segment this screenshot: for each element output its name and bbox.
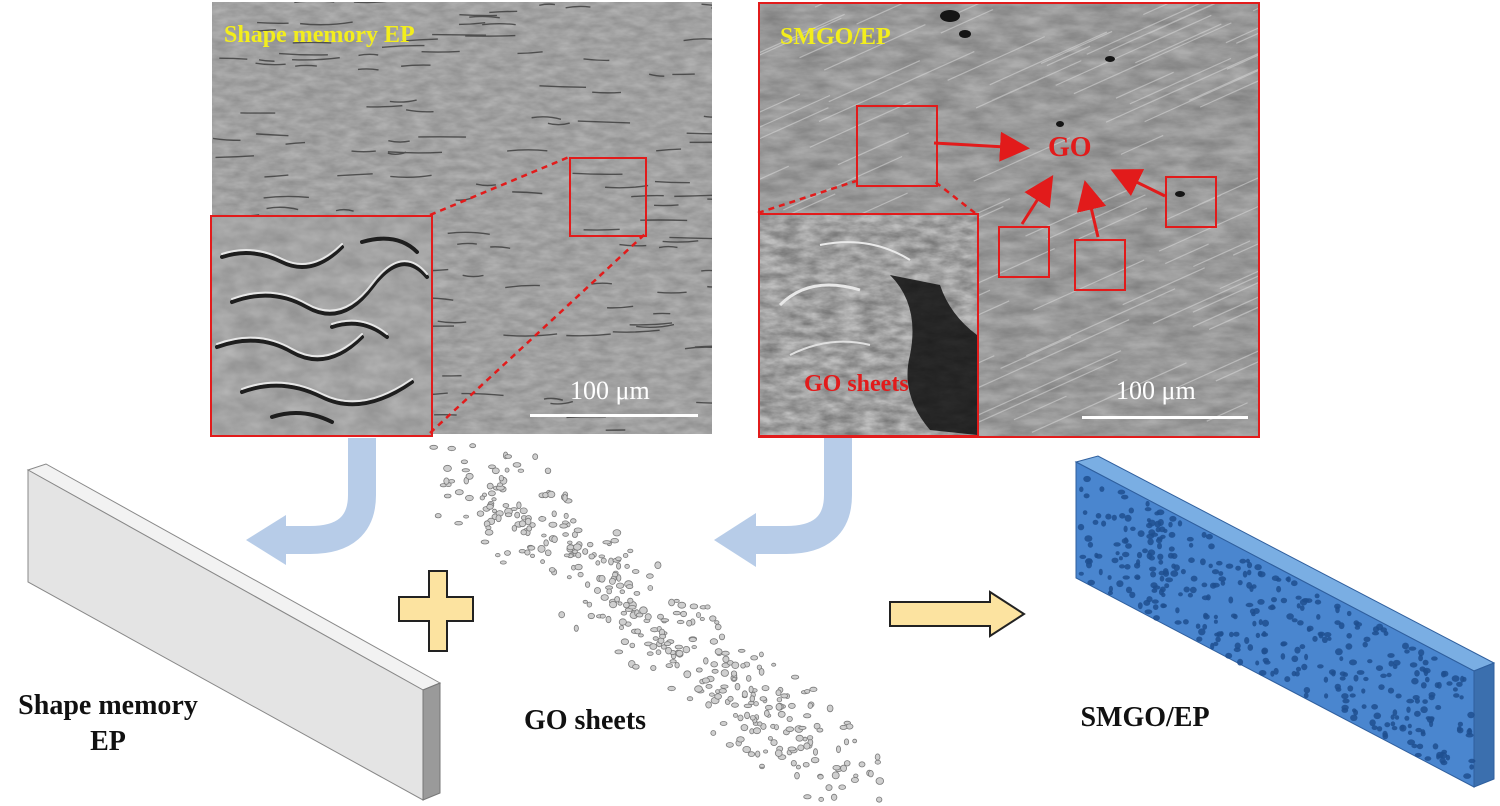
go-sheets-point-cloud [429, 443, 884, 803]
curved-down-left-arrow-icon [714, 438, 852, 567]
highlight-box-go-1 [856, 105, 938, 187]
scale-bar-left [530, 414, 698, 417]
scale-bar-label-right: 100 μm [1116, 376, 1196, 405]
caption-smgo-ep: SMGO/EP [1080, 702, 1210, 733]
panel-label-shape-memory-ep: Shape memory EP [224, 22, 415, 48]
zoom-texture-right [760, 215, 977, 435]
inset-label-go-sheets: GO sheets [804, 371, 909, 397]
highlight-box-left [569, 157, 647, 237]
panel-label-smgo-ep: SMGO/EP [780, 24, 891, 50]
caption-go-sheets: GO sheets [523, 705, 647, 736]
caption-shape-memory-ep: Shape memory EP [0, 688, 216, 760]
highlight-box-go-2 [998, 226, 1050, 278]
highlight-box-go-3 [1074, 239, 1126, 291]
zoom-texture-left [212, 217, 431, 435]
go-label: GO [1048, 132, 1092, 163]
caption-shape-memory-ep-line2: EP [90, 726, 126, 757]
curved-down-left-arrow-icon [246, 438, 376, 565]
scale-bar-label-left: 100 μm [570, 376, 650, 405]
zoom-inset-left [210, 215, 433, 437]
highlight-box-go-4 [1165, 176, 1217, 228]
caption-shape-memory-ep-line1: Shape memory [18, 690, 198, 721]
smgo-ep-composite-model [1074, 455, 1496, 788]
right-arrow-icon [889, 590, 1026, 638]
zoom-inset-right: GO sheets [758, 213, 979, 437]
scale-bar-right [1082, 416, 1248, 419]
plus-icon [398, 570, 474, 652]
